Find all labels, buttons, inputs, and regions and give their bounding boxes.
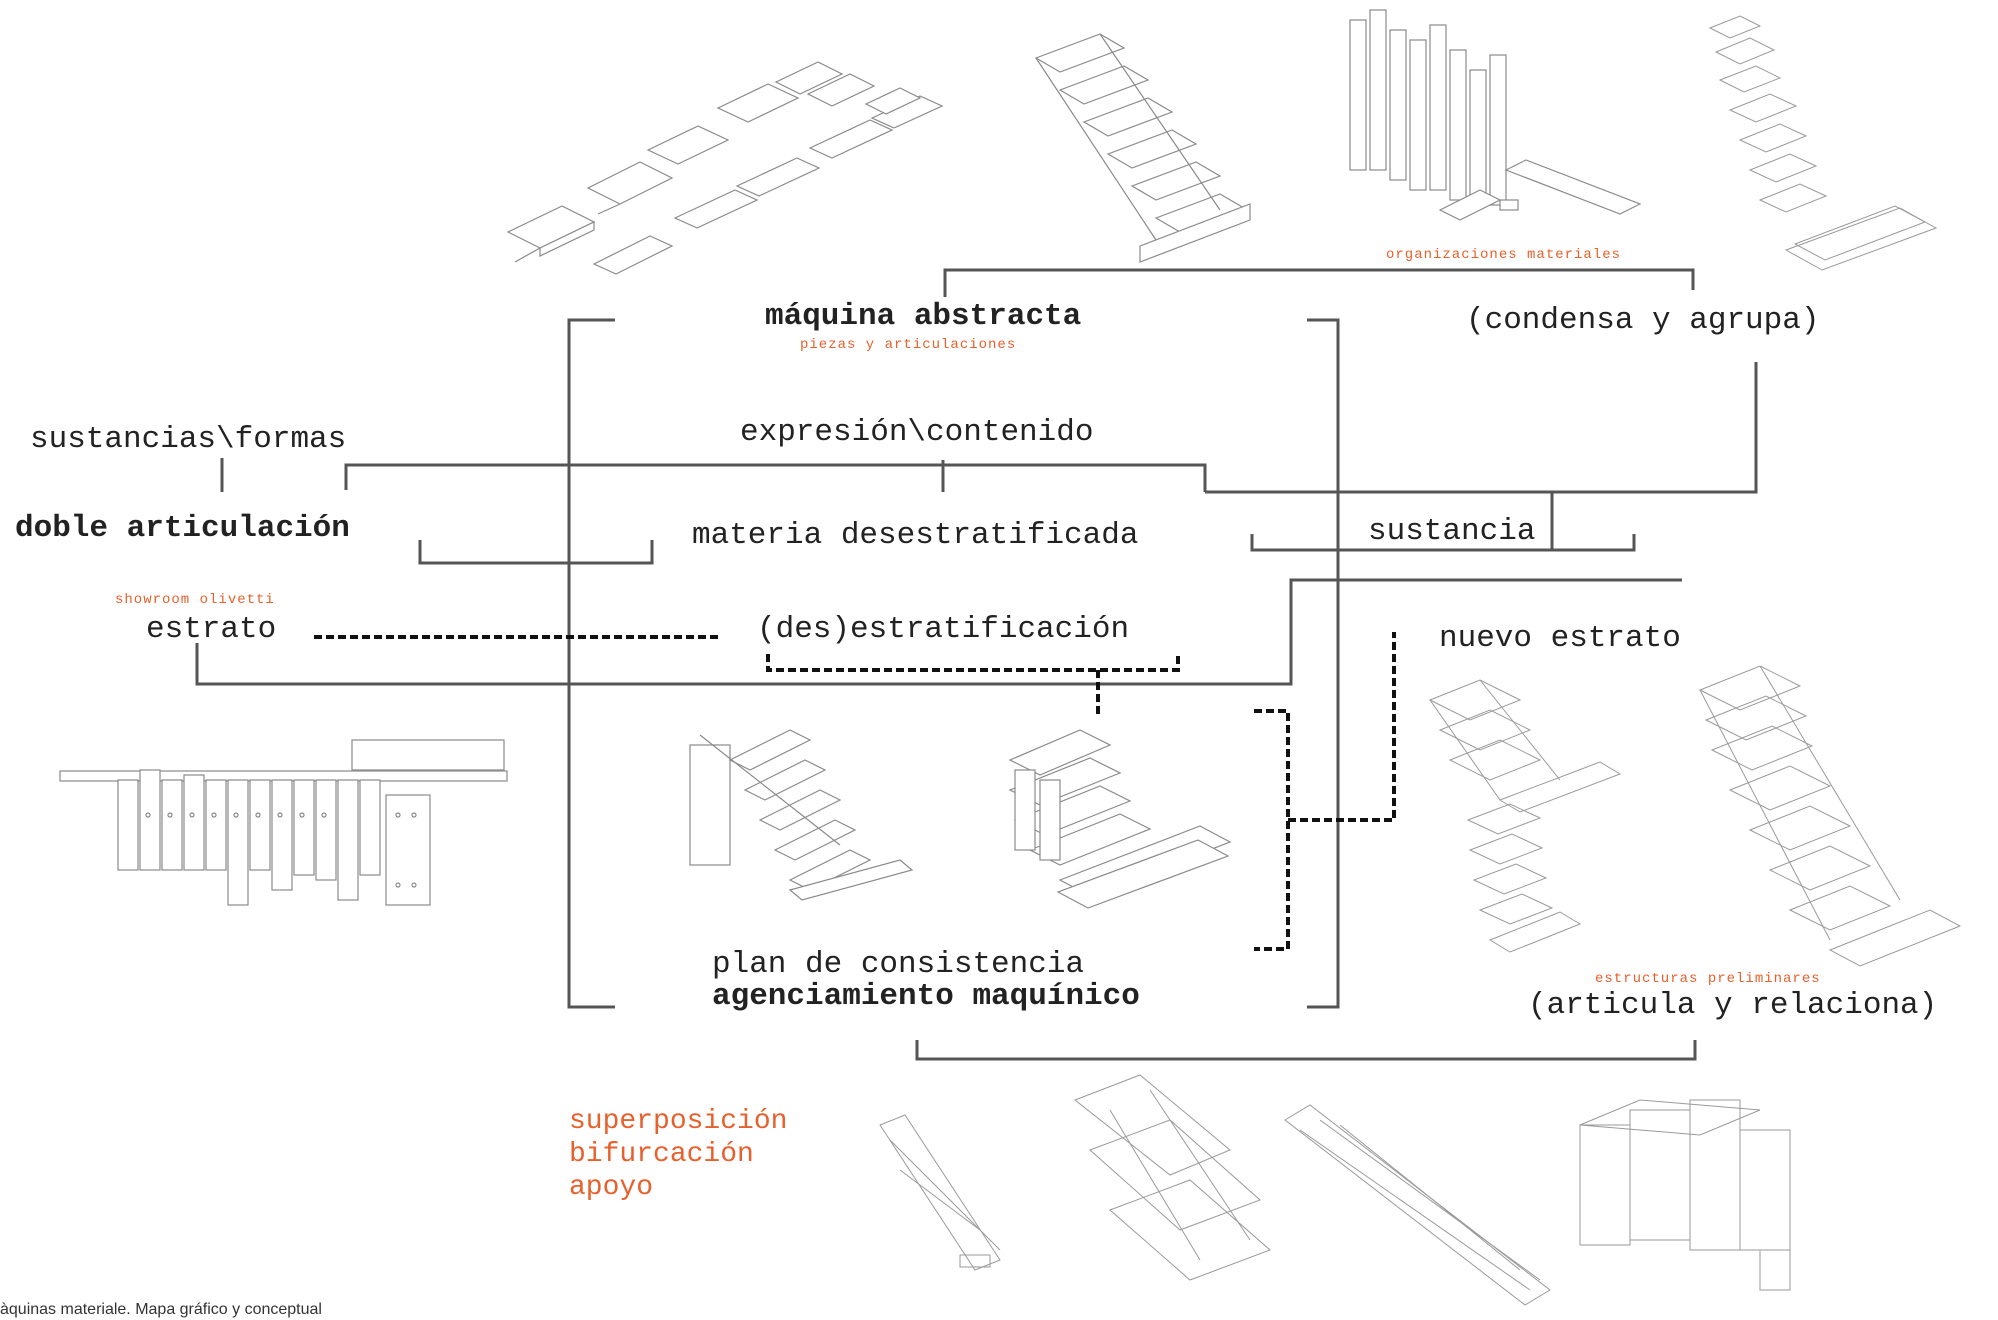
connector-doble-materia (418, 540, 654, 565)
showroom-olivetti-elevation-drawing (59, 739, 508, 906)
bracket-left (567, 318, 615, 1009)
label-expresion-contenido: expresión\contenido (740, 415, 1094, 450)
bracket-right (1307, 318, 1340, 1009)
label-showroom-olivetti: showroom olivetti (115, 592, 275, 608)
connector-condensa-sustancia (1205, 362, 1758, 494)
superposicion-c-drawing (1284, 1104, 1551, 1306)
isometric-plates-drawing (506, 61, 944, 275)
label-articula-relaciona: (articula y relaciona) (1528, 988, 1938, 1023)
label-desestratificacion: (des)estratificación (757, 612, 1130, 647)
nuevo-estrato-tower-drawing (1466, 803, 1582, 953)
isometric-columns-drawing (1349, 9, 1642, 221)
label-estructuras-preliminares: estructuras preliminares (1595, 971, 1821, 987)
label-plan-consistencia: plan de consistencia (712, 947, 1085, 982)
isometric-frames-drawing (1708, 15, 1938, 271)
plan-stair-b-drawing (1008, 729, 1232, 909)
plan-stair-a-drawing (689, 729, 914, 901)
nuevo-estrato-large-drawing (1698, 665, 1962, 967)
label-maquina-abstracta: máquina abstracta (765, 299, 1082, 334)
bracket-right-dashed (1254, 709, 1290, 951)
label-bifurcacion: bifurcación (569, 1139, 754, 1170)
label-doble-articulacion: doble articulación (15, 511, 350, 546)
figure-caption: àquinas materiale. Mapa gráfico y concep… (0, 1301, 322, 1318)
dashed-to-nuevo (1288, 632, 1396, 822)
label-superposicion: superposición (569, 1106, 788, 1137)
connector-estrato-return (195, 578, 1682, 686)
label-sustancia: sustancia (1368, 514, 1536, 549)
superposicion-a-drawing (879, 1114, 1001, 1271)
label-materia-desestratificada: materia desestratificada (692, 518, 1139, 553)
label-sustancias-formas: sustancias\formas (30, 422, 347, 457)
superposicion-b-drawing (1074, 1074, 1271, 1281)
isometric-stair-drawing (1034, 33, 1251, 263)
superposicion-d-drawing (1579, 1099, 1791, 1291)
bracket-desestratificacion (766, 654, 1180, 672)
label-apoyo: apoyo (569, 1172, 654, 1203)
label-agenciamiento-maquinico: agenciamiento maquínico (712, 979, 1140, 1014)
connector-main-horizontal (344, 463, 1207, 492)
label-organizaciones-materiales: organizaciones materiales (1386, 247, 1622, 263)
connector-maquina-condensa (943, 268, 1695, 297)
bracket-sustancia (1250, 534, 1636, 552)
label-condensa-agrupa: (condensa y agrupa) (1466, 303, 1820, 338)
label-nuevo-estrato: nuevo estrato (1439, 621, 1681, 656)
bracket-bottom (915, 1040, 1697, 1061)
label-piezas-articulaciones: piezas y articulaciones (800, 337, 1017, 353)
label-estrato: estrato (146, 612, 277, 647)
nuevo-estrato-small-drawing (1428, 679, 1622, 813)
